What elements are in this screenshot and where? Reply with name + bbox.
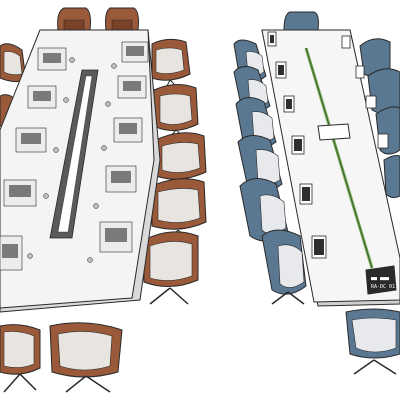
brown-chair	[143, 231, 199, 305]
blue-chair	[345, 308, 400, 375]
center-display	[317, 123, 351, 141]
blue-chair	[383, 155, 400, 199]
place-setting	[3, 179, 37, 207]
brown-chair	[57, 7, 91, 31]
place-setting	[121, 41, 149, 63]
brown-chair	[0, 324, 41, 393]
place-setting	[117, 75, 147, 99]
place-setting	[113, 117, 143, 143]
place-setting	[0, 235, 23, 271]
right-conference-set: ■■ ■■■ RA-DC 01	[233, 11, 400, 375]
left-table	[0, 29, 161, 313]
blue-chair	[237, 135, 283, 193]
right-table: ■■ ■■■ RA-DC 01	[261, 29, 400, 307]
sign-subtext: ■■ ■■■	[371, 276, 389, 282]
brown-chair	[49, 322, 123, 393]
brown-chair	[151, 38, 191, 93]
device-screens	[270, 35, 324, 255]
blue-chair	[261, 229, 307, 305]
brown-chair	[105, 7, 139, 31]
place-setting	[15, 127, 47, 153]
left-conference-set	[0, 7, 207, 393]
blue-chair	[239, 178, 289, 242]
brown-chair	[151, 178, 207, 245]
cups	[27, 57, 117, 263]
brown-chair	[153, 84, 199, 143]
place-setting	[27, 85, 57, 109]
place-setting	[37, 47, 67, 71]
blue-chair	[283, 11, 319, 31]
nameplate-sign: ■■ ■■■ RA-DC 01	[365, 265, 397, 295]
sign-text: RA-DC 01	[371, 284, 395, 290]
place-setting	[99, 221, 133, 253]
place-setting	[105, 165, 137, 193]
